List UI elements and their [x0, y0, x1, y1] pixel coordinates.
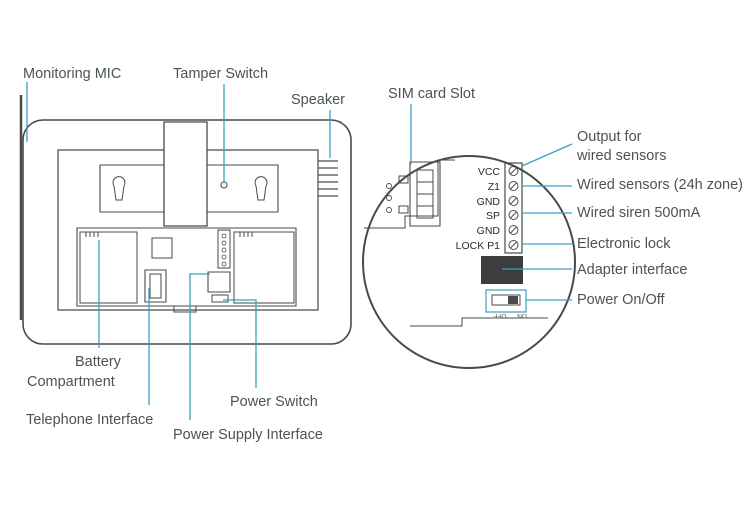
sim-holder-small: [151, 237, 173, 259]
telephone-jack-inner: [149, 273, 162, 299]
battery-contacts: [85, 232, 99, 237]
terminal-block: [504, 162, 523, 254]
label-output-line1: Output for: [577, 129, 642, 145]
label-battery-line1: Battery: [75, 354, 122, 370]
inner-back-panel: [57, 149, 319, 311]
leader-output-vcc: [521, 143, 573, 167]
sim-slot-detail: [386, 161, 441, 227]
terminal-label-gnd-2: GND: [477, 225, 501, 237]
lower-compartment: [76, 227, 297, 307]
speaker-grille: [318, 160, 338, 197]
label-power-supply-interface: Power Supply Interface: [173, 427, 323, 443]
zoom-circle: [362, 155, 576, 369]
terminal-screws: [508, 166, 519, 250]
device-rear-view: [19, 95, 352, 345]
board-edge: [364, 159, 455, 229]
leader-power-supply: [189, 273, 210, 420]
label-tamper-switch: Tamper Switch: [173, 66, 268, 82]
label-telephone-interface: Telephone Interface: [26, 412, 153, 428]
adapter-interface-port: [481, 256, 523, 284]
switch-on-label: ON: [517, 312, 527, 319]
leader-power-switch: [223, 299, 257, 388]
bracket-keyhole-right: [254, 176, 268, 201]
wall-mount-bracket: [99, 164, 279, 213]
label-battery-line2: Compartment: [27, 374, 115, 390]
terminal-label-sp: SP: [486, 210, 500, 222]
terminal-label-vcc: VCC: [478, 166, 501, 178]
bottom-clip: [173, 305, 197, 313]
label-speaker: Speaker: [291, 92, 345, 108]
leader-lines: [26, 82, 573, 420]
switch-off-label: OFF: [493, 312, 506, 319]
label-power-switch: Power Switch: [230, 394, 318, 410]
label-wired-sensors: Wired sensors (24h zone): [577, 177, 743, 193]
terminal-label-gnd-1: GND: [477, 196, 501, 208]
telephone-jack: [144, 269, 167, 303]
tamper-switch-hole: [220, 181, 228, 189]
power-switch-detail: OFF ON: [485, 289, 527, 319]
right-compartment: [233, 231, 295, 304]
device-stand: [163, 121, 208, 227]
power-switch-small: [211, 294, 229, 303]
power-supply-socket: [207, 271, 231, 293]
device-shell: [22, 119, 352, 345]
label-power-on-off: Power On/Off: [577, 292, 666, 308]
label-wired-siren: Wired siren 500mA: [577, 205, 701, 221]
callout-labels: Monitoring MIC Tamper Switch Speaker SIM…: [23, 66, 743, 443]
terminal-label-lock-p1: LOCK P1: [456, 240, 501, 252]
terminal-block-small: [217, 229, 231, 269]
label-sim-card-slot: SIM card Slot: [388, 86, 475, 102]
zoom-detail-view: VCC Z1 GND SP GND LOCK P1 OFF ON: [362, 155, 576, 369]
terminal-label-z1: Z1: [488, 181, 500, 193]
right-contacts: [239, 232, 253, 237]
battery-compartment: [79, 231, 138, 304]
board-bottom-edge: [410, 317, 548, 327]
label-output-line2: wired sensors: [576, 148, 666, 164]
label-adapter-interface: Adapter interface: [577, 262, 687, 278]
label-monitoring-mic: Monitoring MIC: [23, 66, 121, 82]
label-electronic-lock: Electronic lock: [577, 236, 671, 252]
bracket-keyhole-left: [112, 176, 126, 201]
